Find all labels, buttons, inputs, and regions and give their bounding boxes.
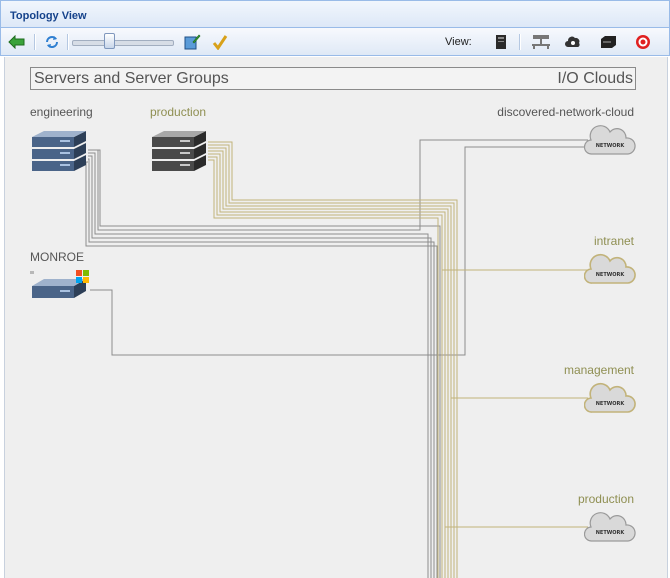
cloud-badge: NETWORK	[596, 530, 626, 536]
wire	[88, 152, 429, 578]
cloud-discovered-network-cloud[interactable]: NETWORK	[583, 124, 636, 163]
cloud-label-intranet: intranet	[593, 234, 634, 248]
wire	[88, 155, 432, 578]
io-clouds-section-title: I/O Clouds	[557, 70, 633, 87]
panel-title: Topology View	[10, 10, 87, 22]
wire	[208, 150, 449, 578]
toolbar: View:	[0, 28, 670, 56]
server-group-production[interactable]	[150, 125, 208, 180]
server-label-production: production	[150, 105, 207, 119]
cloud-badge: NETWORK	[596, 272, 626, 278]
arrow-left-icon	[8, 35, 25, 49]
section-header: Servers and Server Groups I/O Clouds	[30, 67, 636, 90]
toolbar-separator	[519, 34, 521, 50]
wire	[85, 161, 438, 578]
network-cloud-icon: NETWORK	[583, 125, 636, 155]
cloud-production[interactable]: NETWORK	[583, 511, 636, 550]
cloud-label-production: production	[577, 492, 634, 506]
windows-server-icon	[30, 270, 89, 298]
cloud-badge: NETWORK	[596, 401, 626, 407]
wire	[88, 158, 435, 578]
wire	[208, 141, 458, 578]
toolbar-separator	[34, 34, 36, 50]
wire	[208, 153, 446, 578]
topology-canvas	[4, 57, 668, 578]
network-cloud-icon: NETWORK	[583, 512, 636, 542]
refresh-button[interactable]	[41, 31, 63, 53]
server-group-icon	[32, 131, 86, 171]
target-view-button[interactable]	[632, 31, 654, 53]
production-wires	[208, 141, 458, 578]
engineering-wires	[85, 139, 588, 578]
wire	[208, 156, 443, 578]
network-view-button[interactable]	[530, 31, 552, 53]
wire	[208, 159, 439, 578]
checkmark-icon	[212, 35, 228, 50]
view-label: View:	[445, 36, 472, 48]
wire	[208, 147, 452, 578]
zoom-slider-track[interactable]	[72, 40, 174, 46]
server-group-icon	[152, 131, 206, 171]
toolbar-separator	[67, 34, 69, 50]
network-view-icon	[532, 35, 550, 49]
wire	[88, 149, 441, 578]
wire	[90, 146, 588, 356]
confirm-button[interactable]	[209, 31, 231, 53]
storage-view-icon	[601, 36, 616, 48]
cloud-intranet[interactable]: NETWORK	[583, 253, 636, 292]
cloud-management[interactable]: NETWORK	[583, 382, 636, 421]
cloud-badge: NETWORK	[596, 143, 626, 149]
cloud-view-button[interactable]	[562, 31, 584, 53]
server-label-engineering: engineering	[30, 105, 93, 119]
refresh-icon	[46, 36, 58, 48]
layout-edit-icon	[184, 34, 201, 50]
panel-header: Topology View	[0, 0, 670, 28]
server-monroe[interactable]	[30, 268, 92, 309]
layout-edit-button[interactable]	[181, 31, 203, 53]
storage-view-button[interactable]	[597, 31, 619, 53]
wire	[208, 144, 455, 578]
back-button[interactable]	[6, 31, 28, 53]
network-cloud-icon: NETWORK	[583, 382, 636, 413]
server-view-icon	[496, 35, 506, 49]
server-label-monroe: MONROE	[30, 250, 84, 264]
servers-section-title: Servers and Server Groups	[34, 70, 229, 87]
server-view-button[interactable]	[490, 31, 512, 53]
server-group-engineering[interactable]	[30, 125, 88, 180]
cloud-label-discovered-network-cloud: discovered-network-cloud	[497, 105, 634, 119]
zoom-slider-thumb[interactable]	[103, 33, 115, 49]
network-cloud-icon: NETWORK	[583, 253, 636, 284]
target-view-icon	[636, 35, 650, 49]
cloud-view-icon	[565, 36, 580, 47]
cloud-label-management: management	[563, 363, 634, 377]
